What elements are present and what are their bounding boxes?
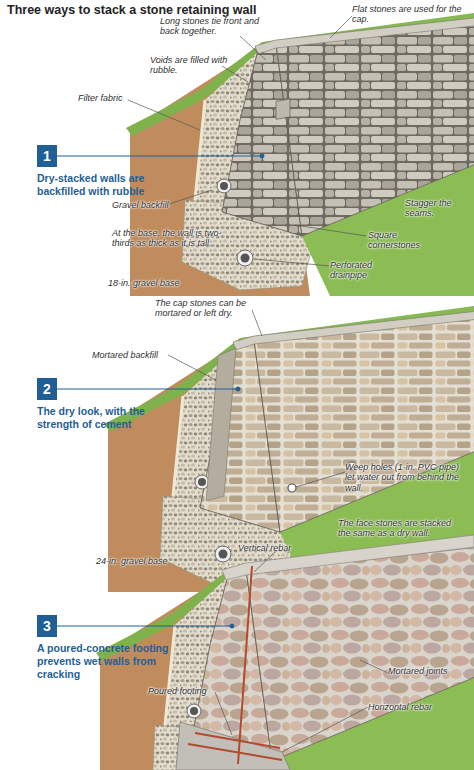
annotation: Stagger the seams. (405, 198, 467, 219)
dry-wall (126, 8, 474, 296)
leader-line (254, 552, 275, 572)
leader-line (254, 259, 330, 266)
callout-number: 3 (37, 615, 57, 637)
annotation: Vertical rebar (238, 543, 322, 553)
callout-number: 2 (37, 378, 57, 400)
cornerstone (276, 99, 290, 119)
leader-line (222, 66, 248, 82)
callout-leader (57, 626, 232, 627)
leader-line (215, 692, 232, 735)
callout-leader (57, 389, 238, 390)
annotation: Weep holes (1-in. PVC pipe) let water ou… (345, 462, 469, 493)
leader-line (295, 225, 366, 236)
callout-box: 3 A poured-concrete footing prevents wet … (37, 615, 189, 680)
diagram-title: Three ways to stack a stone retaining wa… (7, 3, 256, 17)
annotation: Poured footing (148, 686, 232, 696)
annotation: Mortared joints (388, 666, 470, 676)
leader-line (282, 707, 368, 752)
callout-box: 2The dry look, with the strength of ceme… (37, 378, 187, 431)
leader-line (240, 36, 266, 60)
weep-hole (288, 484, 296, 492)
annotation: Flat stones are used for the cap. (352, 4, 464, 25)
leader-line (330, 16, 352, 38)
mortared-backfill (206, 348, 236, 501)
callout-heading: Dry-stacked walls are backfilled with ru… (37, 172, 187, 198)
callout-dot (230, 624, 234, 628)
leader-line (128, 100, 200, 130)
callout-heading: The dry look, with the strength of cemen… (37, 405, 187, 431)
annotation: Voids are filled with rubble. (150, 55, 235, 76)
annotation: Gravel backfill (112, 200, 192, 210)
cap-slab (222, 535, 474, 580)
callout-dot (236, 387, 240, 391)
callout-number: 1 (37, 145, 57, 167)
poured-footing (176, 722, 290, 770)
annotation: Square cornerstones (368, 230, 438, 251)
annotation: The cap stones can be mortared or left d… (155, 298, 277, 319)
annotation: At the base, the wall is two-thirds as t… (112, 228, 224, 249)
leader-line (168, 355, 216, 380)
horizontal-rebar (195, 733, 280, 748)
leader-line (360, 660, 388, 673)
callout-leader (57, 156, 262, 157)
vertical-rebar (238, 566, 252, 764)
mortared-wall (104, 304, 474, 592)
annotation: Mortared backfill (92, 350, 182, 360)
annotation: Horizontal rebar (368, 702, 464, 712)
callout-box: 1Dry-stacked walls are backfilled with r… (37, 145, 187, 198)
annotation: The face stones are stacked the same as … (338, 518, 460, 539)
annotation: Long stones tie front and back together. (160, 16, 272, 37)
annotation: 18-in. gravel base (108, 278, 198, 288)
annotation: 24-in. gravel base (96, 556, 186, 566)
leader-line (252, 310, 262, 336)
annotation: Filter fabric (78, 93, 150, 103)
leader-line (296, 472, 345, 487)
annotation: Perforated drainpipe (330, 260, 404, 281)
callout-heading: A poured-concrete footing prevents wet w… (37, 642, 189, 680)
callout-dot (260, 154, 264, 158)
leader-line (166, 190, 212, 205)
